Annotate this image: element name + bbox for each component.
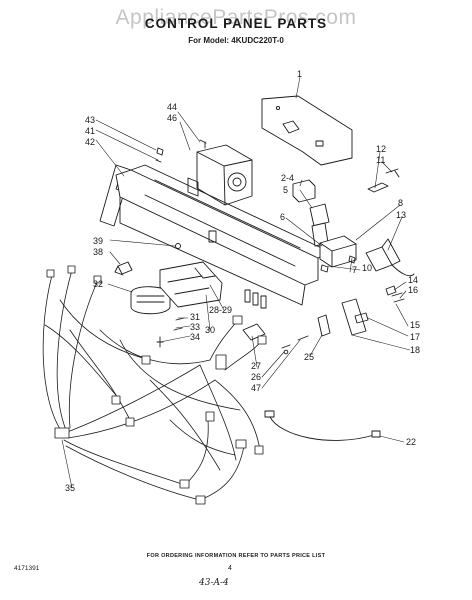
relay-block [319, 235, 357, 273]
ordering-note: FOR ORDERING INFORMATION REFER TO PARTS … [146, 553, 326, 559]
wiring-harness [42, 265, 267, 505]
callout-5: 5 [283, 185, 288, 195]
indicator-lens [130, 286, 171, 315]
callout-22: 22 [406, 437, 416, 447]
callout-17: 17 [410, 332, 420, 342]
right-end-cap [317, 298, 369, 337]
callout-1: 1 [297, 69, 302, 79]
rear-cover-plate [261, 95, 353, 166]
callout-44: 44 [167, 102, 177, 112]
page-number: 4 [228, 565, 232, 572]
callout-35: 35 [65, 483, 75, 493]
watermark: AppliancePartsPros.com [115, 6, 357, 29]
callout-7: 7 [352, 265, 357, 275]
left-screws [156, 317, 185, 348]
callout-25: 25 [304, 352, 314, 362]
callout-33: 33 [190, 322, 200, 332]
clip-and-screw [367, 168, 400, 193]
callout-39: 39 [93, 236, 103, 246]
callout-13: 13 [396, 210, 406, 220]
callout-numbers: 43 41 42 44 46 1 12 11 2-4 5 8 13 6 39 3… [65, 69, 420, 493]
small-parts-right [348, 255, 405, 303]
callout-42: 42 [85, 137, 95, 147]
page-title: CONTROL PANEL PARTS [144, 16, 328, 31]
callout-12: 12 [376, 144, 386, 154]
callout-46: 46 [167, 113, 177, 123]
callout-32: 32 [93, 279, 103, 289]
callout-41: 41 [85, 126, 95, 136]
callout-27: 27 [251, 361, 261, 371]
model-line: For Model: 4KUDC220T-0 [188, 36, 284, 45]
callout-14: 14 [408, 275, 418, 285]
callout-28-29: 28-29 [209, 305, 232, 315]
thermostat [365, 238, 415, 277]
sensor-probe [264, 410, 381, 441]
document-number: 4171391 [14, 565, 40, 572]
callout-43: 43 [85, 115, 95, 125]
callout-16: 16 [408, 285, 418, 295]
switch-assembly [292, 179, 330, 247]
switch-housing [159, 261, 223, 308]
callout-2-4: 2-4 [281, 173, 294, 183]
callout-38: 38 [93, 247, 103, 257]
callout-30: 30 [205, 325, 215, 335]
callout-47: 47 [251, 383, 261, 393]
callout-15: 15 [410, 320, 420, 330]
leader-lines [61, 76, 411, 489]
knob [114, 261, 133, 276]
transformer [187, 139, 253, 206]
callout-34: 34 [190, 332, 200, 342]
console-panel [115, 164, 331, 309]
callout-11: 11 [376, 155, 385, 165]
callout-26: 26 [251, 372, 261, 382]
callout-8: 8 [398, 198, 403, 208]
callout-31: 31 [190, 312, 200, 322]
handwritten-note: 43-A-4 [199, 578, 229, 588]
callout-10: 10 [362, 263, 372, 273]
callout-18: 18 [410, 345, 420, 355]
callout-6: 6 [280, 212, 285, 222]
